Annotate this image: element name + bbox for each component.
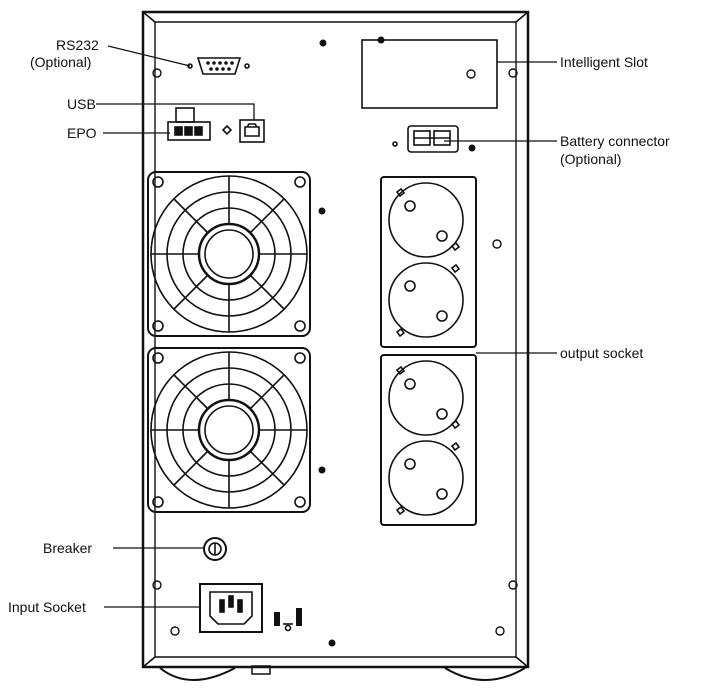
mounting-screws xyxy=(152,68,518,636)
label-intelligent-slot: Intelligent Slot xyxy=(560,54,648,70)
cooling-fan-upper xyxy=(147,171,311,337)
label-usb: USB xyxy=(67,96,96,112)
left-foot xyxy=(159,667,236,681)
rs232-port xyxy=(187,57,250,75)
label-output-socket: output socket xyxy=(560,345,644,361)
usb-port xyxy=(239,119,265,143)
label-rs232-optional: (Optional) xyxy=(30,54,92,70)
output-socket-group-upper xyxy=(380,176,477,348)
output-socket-group-lower xyxy=(380,354,477,526)
battery-connector-port xyxy=(392,125,459,153)
label-battery-connector-optional: (Optional) xyxy=(560,151,622,167)
label-battery-connector: Battery connector xyxy=(560,133,670,149)
cooling-fan-lower xyxy=(147,347,311,513)
label-breaker: Breaker xyxy=(43,540,93,556)
label-input-socket: Input Socket xyxy=(8,599,86,615)
small-bolts xyxy=(318,36,476,647)
cabinet-outline xyxy=(141,10,530,669)
right-foot xyxy=(444,667,526,681)
intelligent-slot-cover xyxy=(361,39,498,109)
epo-connector xyxy=(167,107,233,141)
input-socket-iec xyxy=(199,583,263,633)
ground-terminal xyxy=(274,608,302,632)
callout-lines xyxy=(96,45,557,608)
label-rs232: RS232 xyxy=(56,37,99,53)
breaker-switch xyxy=(203,537,227,561)
label-epo: EPO xyxy=(67,125,97,141)
